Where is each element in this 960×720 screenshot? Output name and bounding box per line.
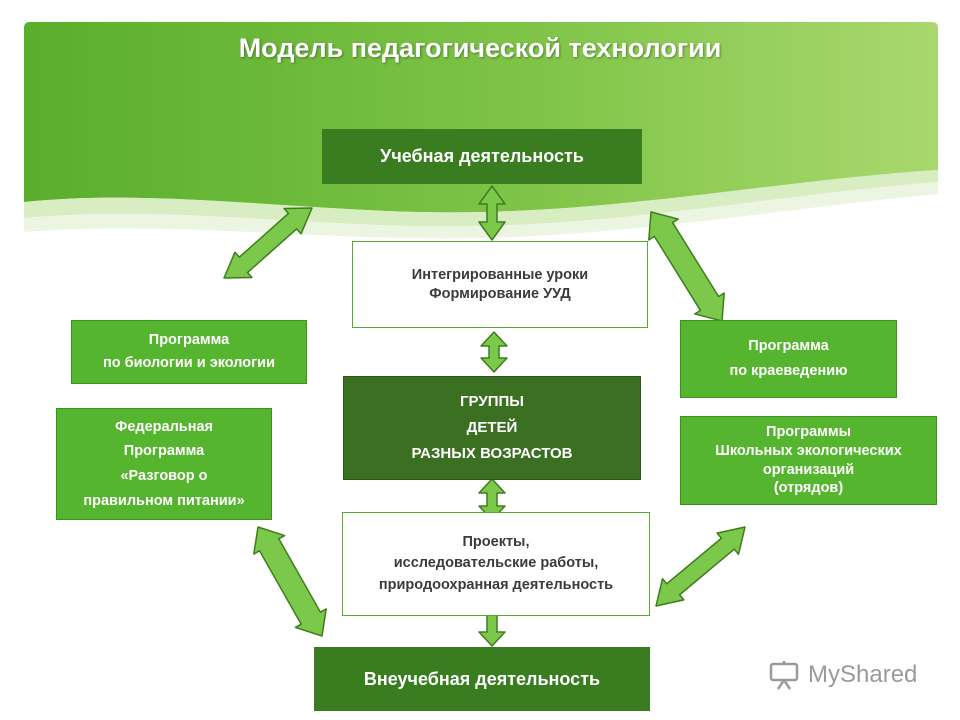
top-box-educational-activity: Учебная деятельность (322, 129, 642, 184)
left-program-line-2: по биологии и экологии (102, 355, 276, 371)
right-program-box: Программа по краеведению (680, 320, 897, 398)
double-arrow (655, 526, 746, 607)
header-background (24, 22, 938, 239)
left-program-line-1: Программа (148, 331, 230, 348)
integrated-lessons-box: Интегрированные уроки Формирование УУД (352, 241, 648, 328)
right-ecological-orgs-box: Программы Школьных экологических организ… (680, 416, 937, 505)
federal-line-1: Федеральная (114, 418, 214, 435)
projects-box: Проекты, исследовательские работы, приро… (342, 512, 650, 616)
double-arrow (223, 207, 313, 279)
federal-line-2: Программа (123, 443, 205, 460)
bottom-box-label: Внеучебная деятельность (363, 668, 601, 689)
integrated-line-1: Интегрированные уроки (411, 267, 589, 283)
center-box-mixed-age-groups: ГРУППЫ ДЕТЕЙ РАЗНЫХ ВОЗРАСТОВ (343, 376, 641, 480)
left-program-box: Программа по биологии и экологии (71, 320, 307, 384)
orgs-line-3: организаций (762, 461, 855, 478)
right-program-line-2: по краеведению (729, 363, 848, 379)
center-line-3: РАЗНЫХ ВОЗРАСТОВ (411, 445, 573, 463)
right-program-line-1: Программа (748, 338, 829, 355)
projects-line-1: Проекты, (462, 534, 530, 551)
orgs-line-4: (отрядов) (773, 480, 844, 497)
page-title: Модель педагогической технологии (238, 33, 722, 63)
double-arrow (480, 331, 508, 373)
bottom-box-extracurricular-activity: Внеучебная деятельность (314, 647, 650, 711)
projects-line-2: исследовательские работы, (393, 555, 599, 572)
center-line-1: ГРУППЫ (460, 392, 524, 410)
federal-line-4: правильном питании» (83, 492, 245, 509)
orgs-line-2: Школьных экологических (715, 442, 902, 459)
federal-line-3: «Разговор о (120, 468, 208, 484)
center-line-2: ДЕТЕЙ (466, 418, 518, 436)
double-arrow (648, 211, 725, 322)
watermark-text: MyShared (808, 661, 918, 688)
double-arrow (478, 185, 506, 241)
projects-line-3: природоохранная деятельность (378, 576, 614, 593)
watermark: MyShared (768, 660, 917, 690)
double-arrow (253, 526, 327, 637)
projector-icon (769, 661, 799, 690)
integrated-line-2: Формирование УУД (429, 286, 571, 302)
orgs-line-1: Программы (766, 423, 851, 440)
left-federal-program-box: Федеральная Программа «Разговор о правил… (56, 408, 272, 520)
top-box-label: Учебная деятельность (380, 146, 584, 166)
